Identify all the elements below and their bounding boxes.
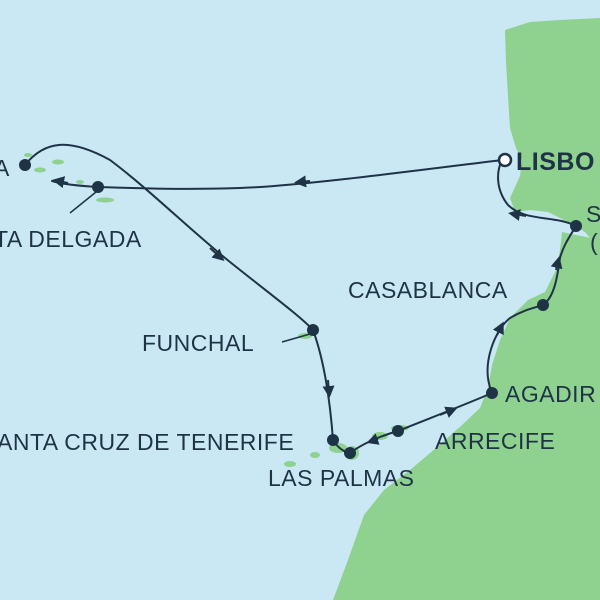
label-seville: S [586,201,600,227]
azores-islands [24,153,114,203]
port-marker-ponta-delgada[interactable] [92,181,104,193]
land-iberia [505,18,600,250]
label-funchal: FUNCHAL [142,330,254,356]
port-marker-agadir[interactable] [486,387,498,399]
arrow-descent [209,247,225,262]
label-arrecife: ARRECIFE [435,428,555,454]
port-marker-azores-west[interactable] [19,159,31,171]
label-agadir: AGADIR [505,381,596,407]
port-marker-casablanca[interactable] [537,299,549,311]
arrow-to-lisbon [508,209,527,221]
arrow-to-arrecife [439,406,458,418]
port-marker-seville[interactable] [570,220,582,232]
label-azores-west: A [0,155,10,181]
port-marker-las-palmas[interactable] [344,447,356,459]
port-marker-santa-cruz[interactable] [327,434,339,446]
port-marker-funchal[interactable] [307,324,319,336]
label-seville-paren: ( [590,229,598,255]
route-seville-lisbon [497,159,577,227]
label-las-palmas: LAS PALMAS [268,465,414,491]
arrow-to-casablanca [492,321,504,336]
arrow-north-route [294,175,311,188]
arrow-to-tenerife [322,379,335,398]
leader-lines [69,191,311,343]
label-lisbon: LISBO [516,148,595,176]
arrow-to-seville [550,256,563,271]
port-marker-lisbon[interactable] [497,152,513,168]
label-ponta-delgada: TA DELGADA [0,226,142,252]
leader-ponta-delgada [69,191,97,214]
port-labels: LISBO TA DELGADA A FUNCHAL ANTA CRUZ DE … [0,148,600,491]
route-agadir-casablanca [486,304,544,394]
port-markers [19,159,582,459]
label-santa-cruz: ANTA CRUZ DE TENERIFE [0,429,294,455]
arrow-canaries [366,433,380,445]
label-casablanca: CASABLANCA [348,277,508,303]
route-west-funchal [24,143,314,331]
route-lisbon-ponta-delgada [97,159,503,190]
land-africa [333,232,600,600]
leader-funchal [281,333,311,343]
port-marker-arrecife[interactable] [392,425,404,437]
route-funchal-santa-cruz [312,329,334,441]
direction-arrows [52,175,563,445]
arrow-azores [52,176,69,189]
